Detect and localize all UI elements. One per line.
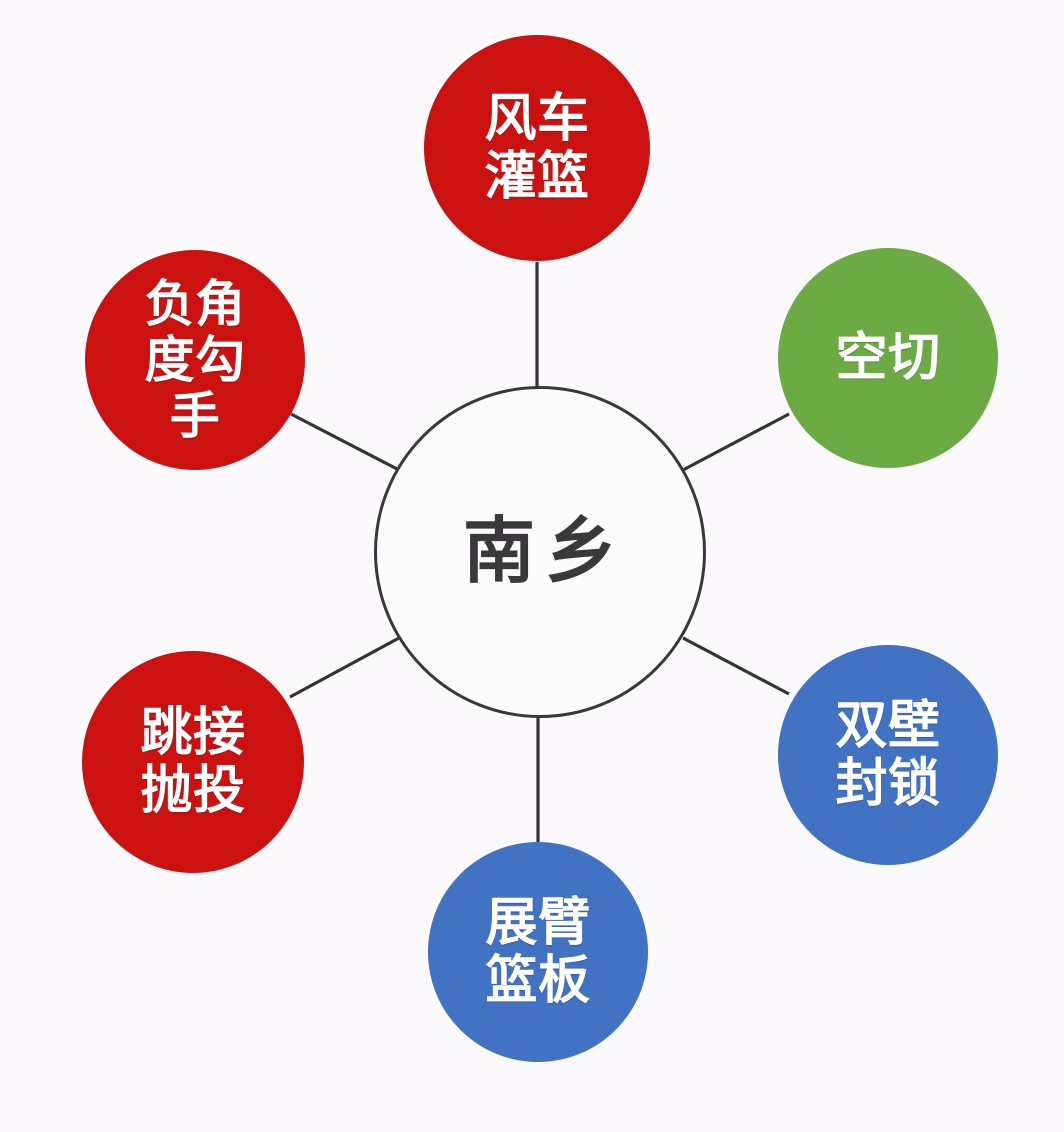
branch-node-upper-right[interactable]: 空切	[778, 248, 998, 468]
branch-node-lower-right-label: 双壁 封锁	[835, 696, 941, 813]
center-to-lower-left	[289, 636, 400, 699]
center-to-upper-left	[290, 412, 400, 472]
branch-node-bottom[interactable]: 展臂 篮板	[428, 842, 648, 1062]
branch-node-upper-left[interactable]: 负角 度勾 手	[85, 250, 305, 470]
branch-node-top[interactable]: 风车 灌篮	[424, 35, 650, 261]
branch-node-upper-left-label: 负角 度勾 手	[144, 276, 246, 444]
branch-node-lower-right[interactable]: 双壁 封锁	[778, 645, 998, 865]
center-node[interactable]: 南乡	[374, 386, 706, 718]
center-node-label: 南乡	[462, 511, 627, 592]
branch-node-top-label: 风车 灌篮	[484, 89, 590, 206]
branch-node-bottom-label: 展臂 篮板	[485, 893, 591, 1010]
branch-node-lower-left[interactable]: 跳接 抛投	[82, 651, 304, 873]
branch-node-upper-right-label: 空切	[835, 328, 941, 387]
center-to-upper-right	[682, 412, 790, 472]
branch-node-lower-left-label: 跳接 抛投	[140, 703, 246, 820]
center-to-lower-right	[682, 636, 790, 696]
